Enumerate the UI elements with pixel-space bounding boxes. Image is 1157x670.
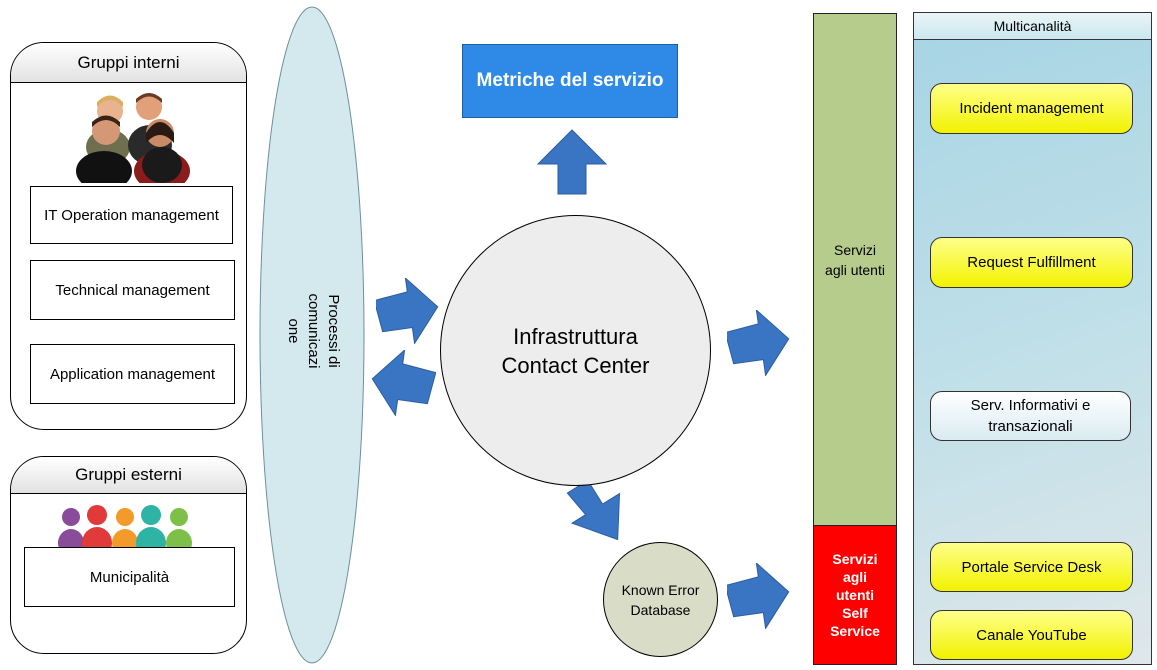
contact-center-label: Infrastruttura Contact Center [501,323,650,378]
arrow-right-icon [727,310,790,376]
canale-youtube-pill: Canale YouTube [930,610,1133,660]
external-groups-title: Gruppi esterni [11,457,246,494]
services-self-service-column: Servizi agli utenti Self Service [813,525,897,665]
technical-management: Technical management [30,260,235,320]
arrow-right-icon [376,278,439,344]
process-label: Processi di comunicazione [285,293,342,369]
external-groups-box: Gruppi esterni Municipalità [10,456,247,654]
contact-center-circle: Infrastruttura Contact Center [440,215,711,486]
arrow-up-icon [536,129,608,195]
municipalita-box: Municipalità [24,547,235,607]
multichannel-title: Multicanalità [914,13,1151,40]
services-self-service-label: Servizi agli utenti Self Service [830,551,880,639]
services-users-column: Servizi agli utenti [813,13,897,527]
group-of-people-icon [76,93,190,183]
it-operation-management: IT Operation management [30,186,233,244]
internal-groups-title: Gruppi interni [11,43,246,83]
known-error-database-label: Known Error Database [621,581,700,618]
application-management: Application management [30,344,235,404]
serv-informativi-pill: Serv. Informativi e transazionali [930,391,1131,441]
portale-service-desk-pill: Portale Service Desk [930,542,1133,592]
incident-management-pill: Incident management [930,83,1133,134]
request-fulfillment-pill: Request Fulfillment [930,237,1133,288]
known-error-database-circle: Known Error Database [603,542,718,657]
internal-groups-box: Gruppi interni IT Operation management T… [10,42,247,430]
arrow-down-icon [566,479,621,541]
crowd-icon [58,505,192,551]
arrow-left-icon [371,350,436,416]
arrow-right-icon [727,563,790,629]
services-users-label: Servizi agli utenti [825,242,885,278]
process-ellipse [259,6,365,664]
metrics-box: Metriche del servizio [462,44,678,118]
multichannel-panel: Multicanalità Incident management Reques… [913,12,1152,665]
